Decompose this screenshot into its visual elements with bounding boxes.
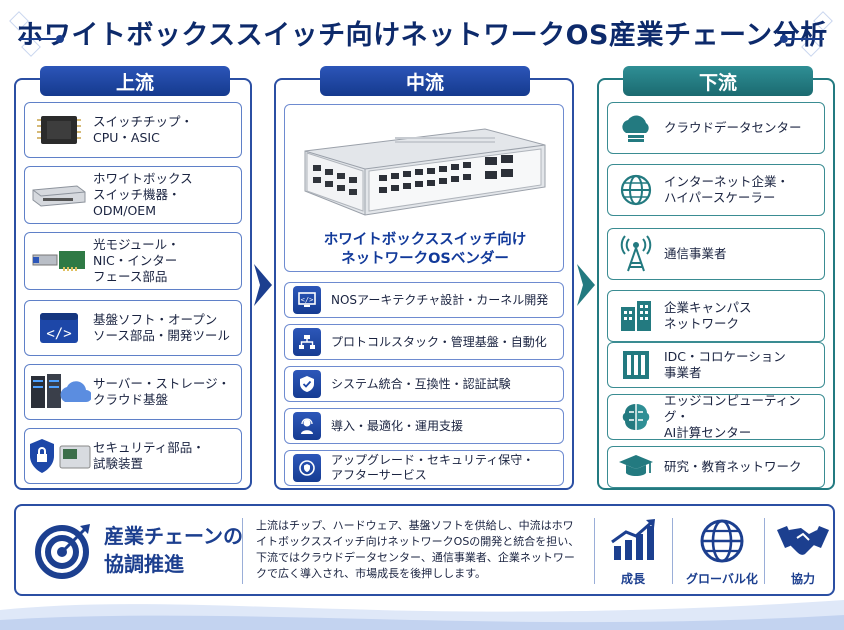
vendor-card: ホワイトボックススイッチ向け ネットワークOSベンダー bbox=[284, 104, 564, 272]
downstream-item: インターネット企業・ ハイパースケーラー bbox=[607, 164, 825, 216]
midstream-item-label: NOSアーキテクチャ設計・カーネル開発 bbox=[331, 292, 549, 307]
cooperation-item: 協力 bbox=[768, 514, 838, 590]
upstream-item: サーバー・ストレージ・ クラウド基盤 bbox=[24, 364, 242, 420]
hierarchy-icon bbox=[293, 328, 321, 356]
code-window-icon: </> bbox=[25, 301, 93, 355]
title-dot bbox=[780, 35, 788, 43]
chip-icon bbox=[25, 103, 93, 157]
shield-check-icon bbox=[293, 370, 321, 398]
title-line bbox=[788, 38, 824, 40]
globe-icon bbox=[700, 519, 744, 563]
graduation-cap-icon bbox=[608, 447, 664, 487]
target-icon bbox=[35, 524, 90, 579]
server-cloud-icon bbox=[25, 365, 93, 419]
downstream-item-label: エッジコンピューティング・ AI計算センター bbox=[664, 393, 801, 440]
summary-text: 上流はチップ、ハードウェア、基盤ソフトを供給し、中流はホワイトボックススイッチ向… bbox=[256, 519, 580, 580]
upstream-item-label: ホワイトボックス スイッチ機器・ ODM/OEM bbox=[93, 171, 193, 218]
midstream-item: 導入・最適化・運用支援 bbox=[284, 408, 564, 444]
downstream-item-label: 研究・教育ネットワーク bbox=[664, 459, 802, 474]
globe-icon bbox=[608, 165, 664, 215]
downstream-column: 下流 クラウドデータセンター インターネット企業・ ハイパースケーラー 通信事業… bbox=[597, 66, 835, 490]
downstream-item: エッジコンピューティング・ AI計算センター bbox=[607, 393, 825, 440]
growth-label: 成長 bbox=[620, 572, 645, 586]
divider bbox=[672, 518, 673, 584]
downstream-item: 研究・教育ネットワーク bbox=[607, 446, 825, 488]
downstream-item: IDC・コロケーション 事業者 bbox=[607, 342, 825, 388]
midstream-item-label: アップグレード・セキュリティ保守・ アフターサービス bbox=[331, 453, 535, 482]
growth-chart-icon bbox=[611, 519, 655, 560]
downstream-item-label: IDC・コロケーション 事業者 bbox=[664, 349, 786, 380]
datacenter-building-icon bbox=[608, 343, 664, 387]
buildings-icon bbox=[608, 291, 664, 341]
divider bbox=[594, 518, 595, 584]
vendor-title: ホワイトボックススイッチ向け ネットワークOSベンダー bbox=[323, 232, 527, 267]
midstream-item: </> NOSアーキテクチャ設計・カーネル開発 bbox=[284, 282, 564, 318]
background-wave bbox=[0, 600, 844, 630]
midstream-item-label: システム統合・互換性・認証試験 bbox=[331, 376, 511, 391]
midstream-item-label: 導入・最適化・運用支援 bbox=[331, 418, 464, 433]
downstream-item: クラウドデータセンター bbox=[607, 102, 825, 154]
refresh-shield-icon bbox=[293, 454, 321, 482]
svg-text:</>: </> bbox=[46, 326, 71, 342]
downstream-item-label: インターネット企業・ ハイパースケーラー bbox=[664, 174, 790, 205]
cooperation-label: 協力 bbox=[790, 572, 815, 586]
flow-arrow-icon bbox=[577, 264, 595, 306]
upstream-column: 上流 スイッチチップ・ CPU・ASIC ホワイトボックス スイッチ機器・ OD… bbox=[14, 66, 252, 490]
upstream-item: 光モジュール・ NIC・インター フェース部品 bbox=[24, 232, 242, 290]
security-test-icon bbox=[25, 429, 93, 483]
upstream-item-label: 光モジュール・ NIC・インター フェース部品 bbox=[93, 237, 180, 284]
globalization-label: グローバル化 bbox=[686, 572, 758, 586]
midstream-item-label: プロトコルスタック・管理基盤・自動化 bbox=[331, 334, 547, 349]
upstream-item-label: サーバー・ストレージ・ クラウド基盤 bbox=[93, 376, 231, 407]
ai-brain-icon bbox=[608, 395, 664, 439]
flow-arrow-icon bbox=[254, 264, 272, 306]
summary-title: 産業チェーンの 協調推進 bbox=[104, 524, 243, 576]
downstream-item: 企業キャンパス ネットワーク bbox=[607, 290, 825, 342]
upstream-item-label: セキュリティ部品・ 試験装置 bbox=[93, 440, 205, 471]
upstream-item: セキュリティ部品・ 試験装置 bbox=[24, 428, 242, 484]
globalization-item: グローバル化 bbox=[684, 514, 760, 590]
optical-module-icon bbox=[25, 233, 93, 289]
midstream-item: プロトコルスタック・管理基盤・自動化 bbox=[284, 324, 564, 360]
svg-text:</>: </> bbox=[301, 296, 314, 304]
summary-panel: 産業チェーンの 協調推進 上流はチップ、ハードウェア、基盤ソフトを供給し、中流は… bbox=[14, 504, 835, 596]
divider bbox=[764, 518, 765, 584]
midstream-column: 中流 ホワイトボックススイッチ向け ネットワークOSベンダー bbox=[274, 66, 574, 490]
downstream-item-label: 企業キャンパス ネットワーク bbox=[664, 300, 752, 331]
midstream-item: アップグレード・セキュリティ保守・ アフターサービス bbox=[284, 450, 564, 486]
midstream-header: 中流 bbox=[320, 66, 530, 96]
midstream-item: システム統合・互換性・認証試験 bbox=[284, 366, 564, 402]
upstream-header: 上流 bbox=[40, 66, 230, 96]
title-dot bbox=[56, 35, 64, 43]
code-monitor-icon: </> bbox=[293, 286, 321, 314]
upstream-item-label: スイッチチップ・ CPU・ASIC bbox=[93, 114, 194, 145]
title-bar: ホワイトボックススイッチ向けネットワークOS産業チェーン分析 bbox=[0, 10, 844, 54]
handshake-icon bbox=[777, 526, 829, 555]
switch-hardware-icon bbox=[25, 167, 93, 223]
divider bbox=[242, 518, 243, 584]
antenna-icon bbox=[608, 229, 664, 279]
downstream-item: 通信事業者 bbox=[607, 228, 825, 280]
upstream-item: スイッチチップ・ CPU・ASIC bbox=[24, 102, 242, 158]
page-title: ホワイトボックススイッチ向けネットワークOS産業チェーン分析 bbox=[16, 19, 828, 51]
upstream-item: ホワイトボックス スイッチ機器・ ODM/OEM bbox=[24, 166, 242, 224]
switch-device-icon bbox=[304, 128, 546, 216]
title-line bbox=[20, 38, 56, 40]
cloud-server-icon bbox=[608, 103, 664, 153]
upstream-item: </> 基盤ソフト・オープン ソース部品・開発ツール bbox=[24, 300, 242, 356]
support-agent-icon bbox=[293, 412, 321, 440]
downstream-header: 下流 bbox=[623, 66, 813, 96]
growth-item: 成長 bbox=[598, 514, 668, 590]
downstream-item-label: 通信事業者 bbox=[664, 246, 727, 261]
downstream-item-label: クラウドデータセンター bbox=[664, 120, 802, 135]
upstream-item-label: 基盤ソフト・オープン ソース部品・開発ツール bbox=[93, 312, 230, 343]
